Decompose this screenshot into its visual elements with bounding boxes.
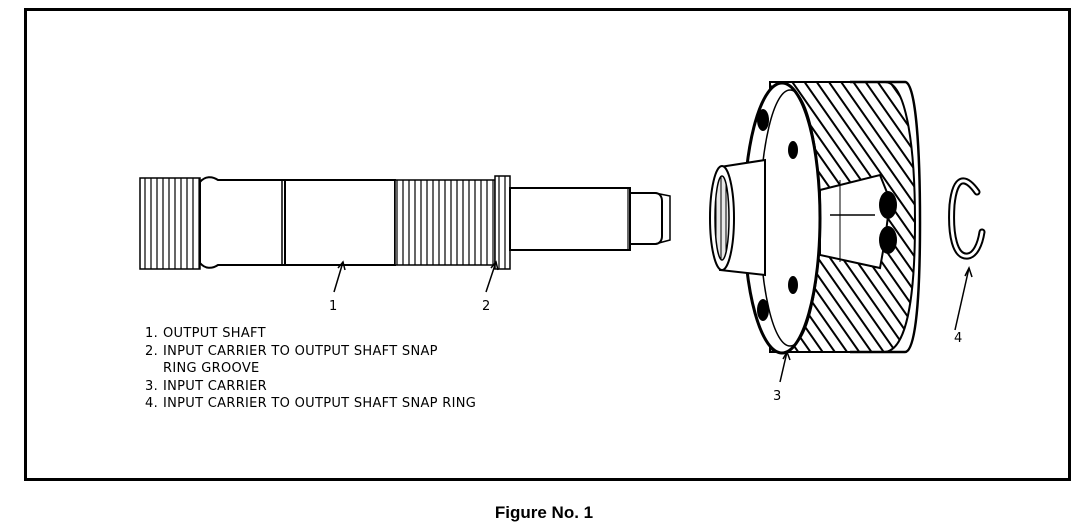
figure-caption: Figure No. 1: [494, 503, 594, 522]
legend-item: 4. INPUT CARRIER TO OUTPUT SHAFT SNAP RIN…: [145, 396, 476, 414]
callout-3: 3: [773, 389, 782, 404]
legend-text: OUTPUT SHAFT: [163, 326, 266, 341]
legend-item: 1. OUTPUT SHAFT: [145, 326, 476, 344]
legend-item-continued: RING GROOVE: [145, 361, 476, 379]
snap-ring: [948, 177, 986, 260]
legend-number: 3.: [145, 378, 159, 394]
figure-frame: [24, 8, 1071, 481]
legend-text: RING GROOVE: [163, 361, 260, 376]
callout-4: 4: [954, 331, 963, 346]
legend-number: 4.: [145, 396, 159, 411]
legend-item: 3.INPUT CARRIER: [145, 379, 476, 397]
legend-number: 2.: [145, 343, 159, 359]
legend-text: INPUT CARRIER: [163, 378, 268, 394]
legend-number: 1.: [145, 326, 159, 341]
leader-lines: [333, 260, 973, 383]
callout-2: 2: [482, 299, 491, 314]
parts-legend: 1.OUTPUT SHAFT 2.INPUT CARRIER TO OUTPUT…: [145, 326, 476, 414]
legend-text: INPUT CARRIER TO OUTPUT SHAFT SNAP RING: [163, 396, 477, 411]
output-shaft: [139, 175, 671, 270]
input-carrier: [709, 80, 922, 355]
legend-item: 2.INPUT CARRIER TO OUTPUT SHAFT SNAP: [145, 344, 476, 362]
legend-text: INPUT CARRIER TO OUTPUT SHAFT SNAP: [163, 343, 438, 359]
callout-1: 1: [329, 299, 338, 314]
